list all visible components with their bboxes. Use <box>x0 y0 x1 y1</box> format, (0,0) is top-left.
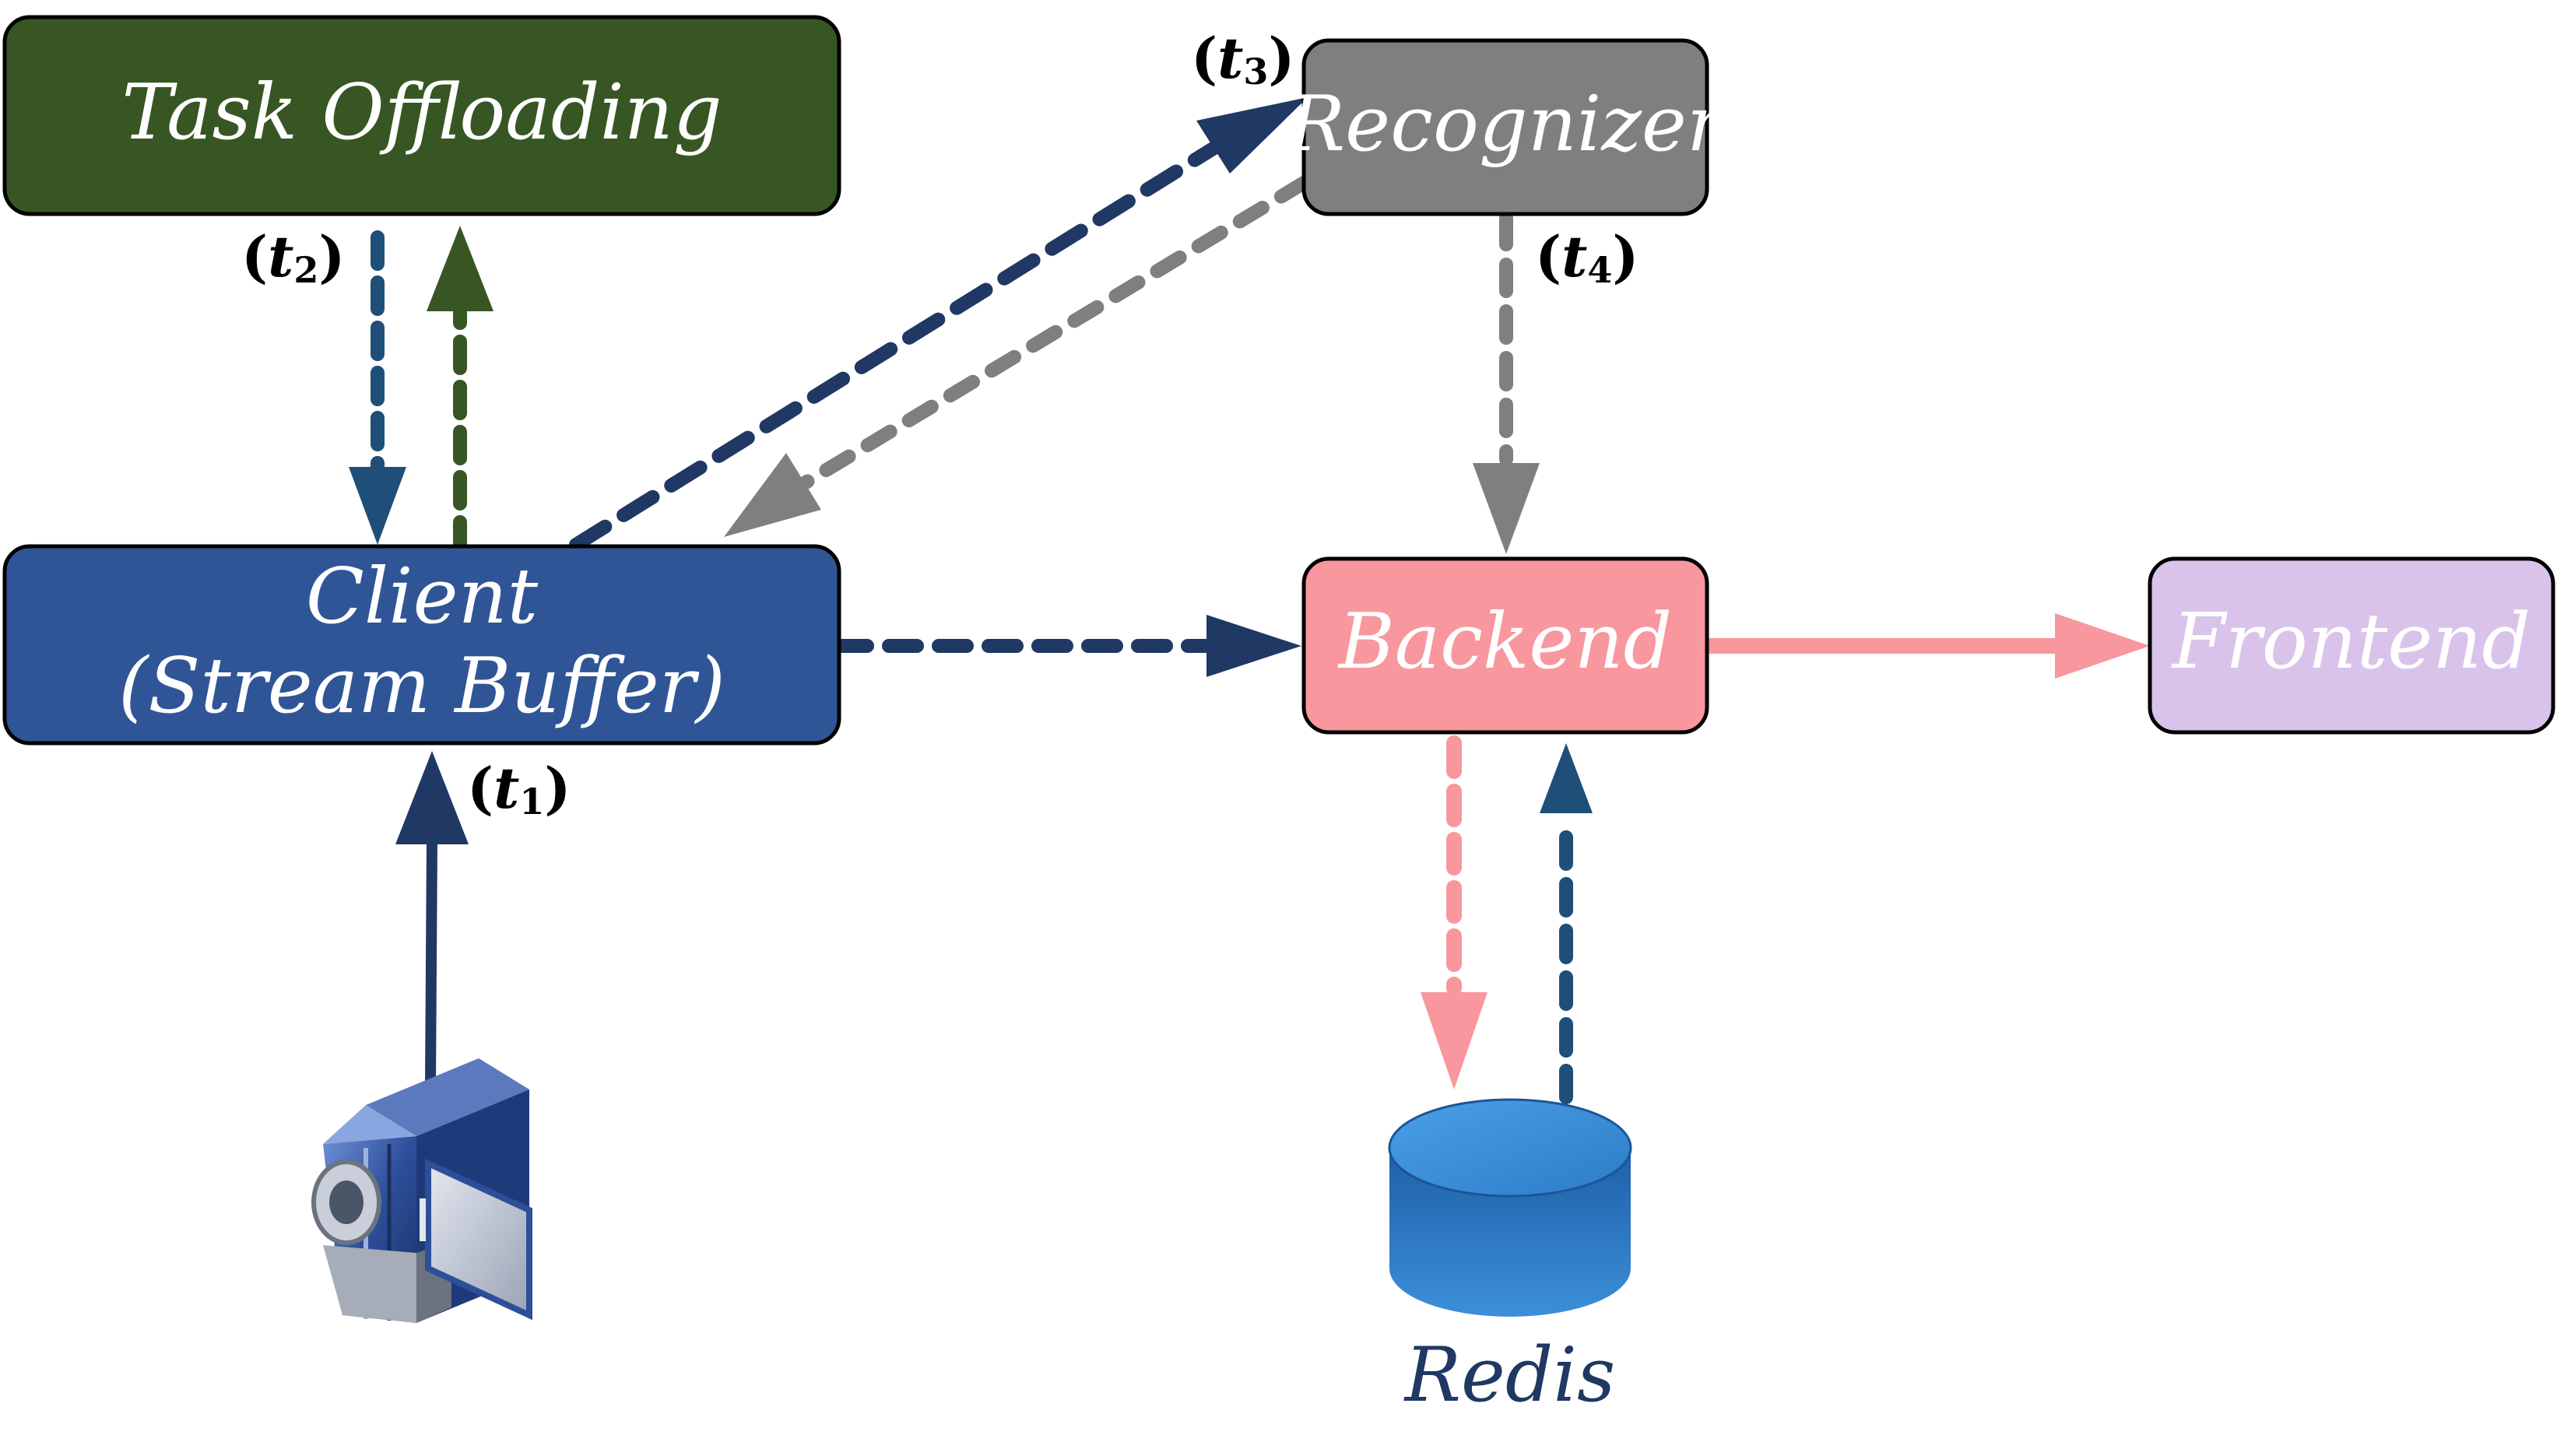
redis-label: Redis <box>1403 1331 1616 1419</box>
edge-recognizer-to-client <box>724 176 1311 537</box>
edge-recognizer-to-backend <box>1473 211 1540 554</box>
edge-client-to-recognizer <box>569 97 1308 552</box>
recognizer-label: Recognizer <box>1286 80 1726 169</box>
video-camera-icon <box>311 1058 532 1323</box>
edge-backend-to-frontend <box>1709 613 2150 679</box>
time-label-t2: (t2) <box>241 223 345 291</box>
edge-redis-to-backend <box>1540 743 1593 1104</box>
edge-backend-to-redis <box>1421 735 1487 1089</box>
time-label-t3: (t3) <box>1191 25 1294 93</box>
node-redis: Redis <box>1388 1098 1632 1419</box>
task-offloading-label: Task Offloading <box>121 68 722 157</box>
edge-client-to-task-offloading <box>427 226 493 556</box>
edge-client-to-backend <box>832 615 1301 677</box>
time-label-t4: (t4) <box>1535 223 1639 291</box>
node-backend: Backend <box>1301 556 1709 735</box>
client-label: Client <box>306 553 539 641</box>
node-task-offloading: Task Offloading <box>2 15 841 216</box>
edge-camera-to-client <box>395 751 469 1086</box>
node-recognizer: Recognizer <box>1286 38 1727 216</box>
time-label-t1: (t1) <box>467 755 571 823</box>
edge-task-offloading-to-client <box>349 230 406 545</box>
node-client: Client (Stream Buffer) <box>2 544 841 746</box>
frontend-label: Frontend <box>2171 598 2531 686</box>
database-icon <box>1388 1098 1632 1317</box>
backend-label: Backend <box>1337 598 1673 686</box>
node-frontend: Frontend <box>2148 556 2555 735</box>
stream-buffer-label: (Stream Buffer) <box>118 642 725 731</box>
